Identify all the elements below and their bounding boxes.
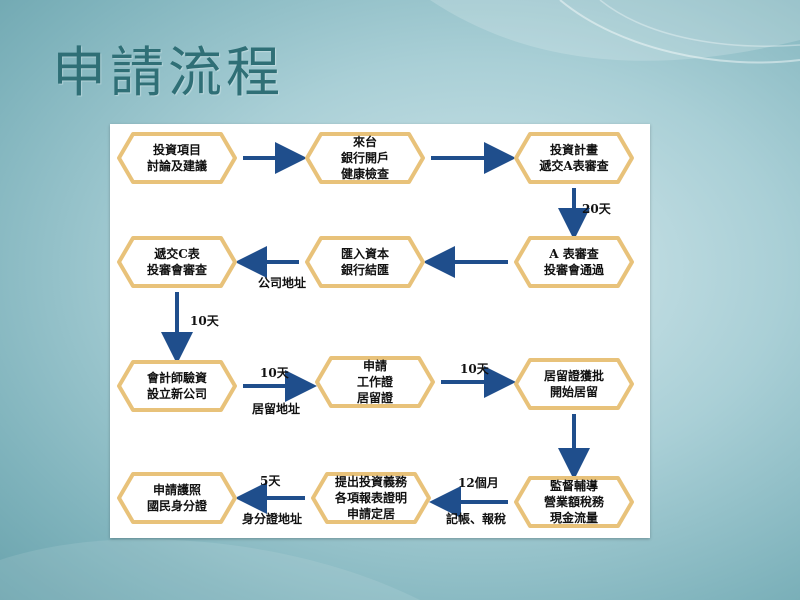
edge-label-id-address: 身分證地址 bbox=[242, 512, 303, 526]
node-shape-n2 bbox=[305, 132, 425, 184]
node-shape-n11 bbox=[311, 472, 431, 524]
node-shape-n1 bbox=[117, 132, 237, 184]
node-shape-n8 bbox=[315, 356, 435, 408]
edge-label-20-days: 20天 bbox=[582, 202, 611, 216]
node-investment-proposal: 投資項目 討論及建議 bbox=[146, 143, 207, 173]
edge-label-10-days-a: 10天 bbox=[260, 366, 289, 380]
node-submit-form-c: 遞交C表 投審會審查 bbox=[146, 247, 207, 277]
edge-label-10-days-b: 10天 bbox=[460, 362, 489, 376]
edge-label-10-days-down: 10天 bbox=[190, 314, 219, 328]
node-shape-n3 bbox=[514, 132, 634, 184]
node-shape-n7 bbox=[117, 360, 237, 412]
node-shape-n10 bbox=[514, 476, 634, 528]
slide-title: 申請流程 bbox=[52, 41, 284, 104]
edge-label-12-months: 12個月 bbox=[458, 476, 499, 490]
node-shape-n5 bbox=[305, 236, 425, 288]
node-residence-approved: 居留證獲批 開始居留 bbox=[543, 369, 604, 399]
node-shape-n9 bbox=[514, 358, 634, 410]
flowchart: 投資項目 討論及建議 來台 銀行開戶 健康檢查 投資計畫 遞交A表審查 A 表審… bbox=[110, 124, 650, 538]
node-form-a-approved: A 表審查 投審會通過 bbox=[543, 247, 604, 277]
edge-label-company-address: 公司地址 bbox=[258, 276, 307, 290]
flowchart-graphics bbox=[117, 132, 634, 528]
node-apply-settlement: 提出投資義務 各項報表證明 申請定居 bbox=[334, 475, 407, 521]
node-supervision-tax: 監督輔導 營業額稅務 現金流量 bbox=[543, 479, 604, 525]
node-shape-n4 bbox=[514, 236, 634, 288]
node-bank-account-health-check: 來台 銀行開戶 健康檢查 bbox=[340, 135, 389, 181]
node-shape-n6 bbox=[117, 236, 237, 288]
node-submit-form-a: 投資計畫 遞交A表審查 bbox=[539, 143, 609, 173]
node-capital-remittance: 匯入資本 銀行結匯 bbox=[340, 247, 389, 277]
edge-label-5-days: 5天 bbox=[260, 474, 281, 488]
edge-label-bookkeeping-tax: 記帳、報稅 bbox=[446, 512, 507, 526]
node-apply-work-residence-permit: 申請 工作證 居留證 bbox=[356, 359, 393, 405]
node-apply-passport-id: 申請護照 國民身分證 bbox=[146, 483, 207, 513]
edge-label-residence-address: 居留地址 bbox=[252, 402, 301, 416]
node-shape-n12 bbox=[117, 472, 237, 524]
node-cpa-company-setup: 會計師驗資 設立新公司 bbox=[146, 371, 207, 401]
